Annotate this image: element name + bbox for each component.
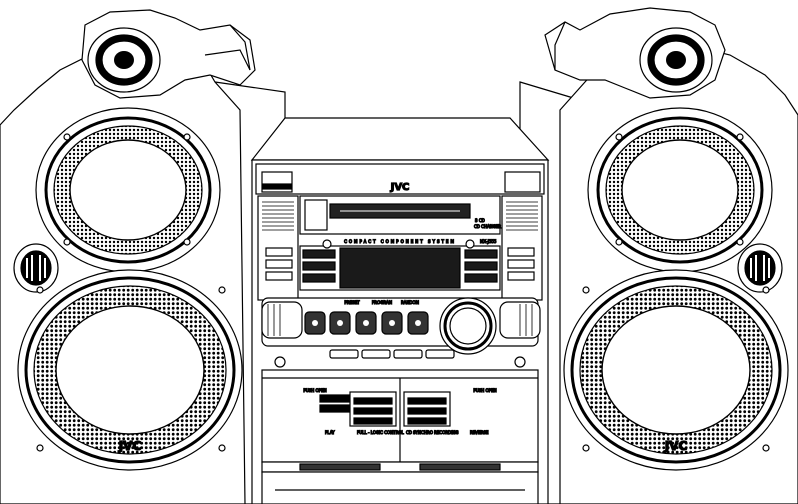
- left-roller-knob[interactable]: [261, 301, 303, 339]
- function-button-3[interactable]: [393, 349, 423, 359]
- left-speaker-logo: JVC: [118, 439, 142, 453]
- function-button-2[interactable]: [361, 349, 391, 359]
- reverse-mode-label: REVERSE: [470, 430, 489, 435]
- push-open-left[interactable]: PUSH OPEN: [303, 387, 327, 393]
- mode-label-random: RANDOM: [401, 300, 420, 305]
- display-screen: [339, 247, 461, 289]
- play-label: PLAY: [325, 430, 335, 435]
- push-open-right[interactable]: PUSH OPEN: [473, 387, 497, 393]
- left-panel-vents: [257, 195, 299, 301]
- full-logic-control-label: FULL - LOGIC CONTROL: [357, 430, 405, 435]
- left-display-screw: [322, 239, 332, 249]
- right-foot-screw: [514, 356, 526, 368]
- mode-label-preset: PRESET: [344, 300, 360, 305]
- right-speaker-logo: JVC: [664, 439, 688, 453]
- mode-label-program: PROGRAM: [372, 300, 393, 305]
- left-foot-screw: [274, 356, 286, 368]
- right-speaker: JVC: [519, 7, 798, 504]
- model-label: MX-J555: [480, 239, 497, 244]
- cd-synchro-recording-label: CD SYNCHRO RECORDING: [406, 430, 459, 435]
- function-button-4[interactable]: [425, 349, 455, 359]
- unit-logo: JVC: [390, 182, 410, 193]
- right-panel-vents: [501, 195, 543, 301]
- function-button-1[interactable]: [329, 349, 359, 359]
- right-display-screw: [465, 239, 475, 249]
- cd-changer-label: CD CHANGER: [474, 224, 501, 229]
- main-unit: JVC 3 CD CD CHANGER COMPACT COMPONENT SY…: [250, 117, 550, 504]
- left-speaker: JVC: [0, 9, 286, 504]
- main-unit-top: [250, 117, 550, 161]
- system-name-label: COMPACT COMPONENT SYSTEM: [344, 239, 456, 244]
- subwoofer-bay: [261, 471, 539, 504]
- cd-capacity-label: 3 CD: [475, 218, 485, 223]
